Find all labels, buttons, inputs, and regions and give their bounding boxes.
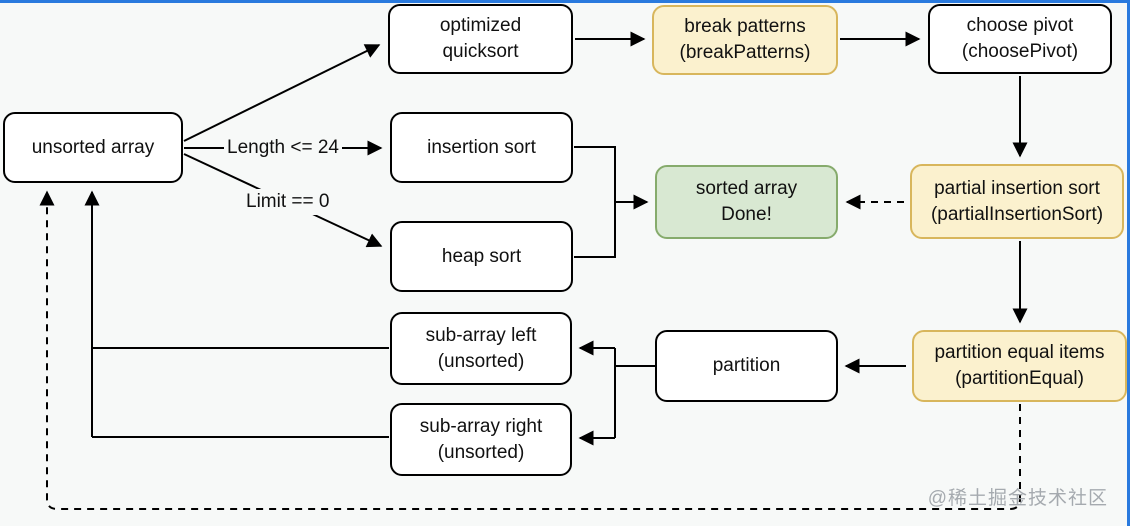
node-label: (choosePivot) — [961, 41, 1079, 62]
node-label: (partialInsertionSort) — [930, 203, 1104, 225]
node-label: (unsorted) — [437, 441, 525, 463]
node-choose-pivot: choose pivot (choosePivot) — [928, 4, 1112, 74]
node-label: Done! — [721, 204, 772, 225]
node-label: heap sort — [441, 245, 522, 267]
edge-partequal-loop-dashed — [39, 190, 1021, 510]
edge-label-length-condition: Length <= 24 — [224, 135, 342, 161]
node-label: unsorted array — [31, 136, 155, 158]
node-label: insertion sort — [427, 136, 536, 158]
node-label: partial insertion sort — [934, 177, 1100, 199]
node-sorted-array-done: sorted array Done! — [655, 165, 838, 239]
node-partition-equal-items: partition equal items (partitionEqual) — [912, 330, 1127, 402]
edge-unsorted-to-optimized — [183, 44, 381, 142]
node-sub-array-right: sub-array right (unsorted) — [390, 403, 572, 476]
node-label: sorted array — [695, 178, 798, 199]
window-frame-top-edge — [0, 0, 1130, 3]
node-optimized-quicksort: optimized quicksort — [388, 4, 573, 74]
node-label: choose pivot — [966, 15, 1074, 36]
juejin-watermark: @稀土掘金技术社区 — [927, 488, 1108, 509]
node-label: partition equal items — [934, 342, 1105, 363]
node-label: (unsorted) — [437, 350, 525, 372]
bracket-insertion-heap — [574, 146, 616, 258]
node-label: partition — [712, 355, 781, 376]
node-label: (breakPatterns) — [679, 42, 811, 63]
node-insertion-sort: insertion sort — [390, 112, 573, 183]
node-label: (partitionEqual) — [955, 368, 1084, 389]
node-partition: partition — [655, 330, 838, 402]
node-unsorted-array: unsorted array — [3, 112, 183, 183]
edge-label-limit-condition: Limit == 0 — [243, 189, 333, 215]
node-sub-array-left: sub-array left (unsorted) — [390, 312, 572, 385]
node-label: sub-array right — [419, 415, 543, 437]
node-partial-insertion-sort: partial insertion sort (partialInsertion… — [910, 164, 1124, 239]
node-label: quicksort — [442, 41, 519, 62]
node-label: optimized — [439, 15, 522, 36]
node-label: sub-array left — [425, 324, 537, 346]
node-break-patterns: break patterns (breakPatterns) — [652, 5, 838, 75]
window-frame-right-edge — [1127, 0, 1130, 526]
node-heap-sort: heap sort — [390, 221, 573, 292]
bracket-partition — [614, 348, 655, 438]
node-label: break patterns — [684, 16, 806, 37]
